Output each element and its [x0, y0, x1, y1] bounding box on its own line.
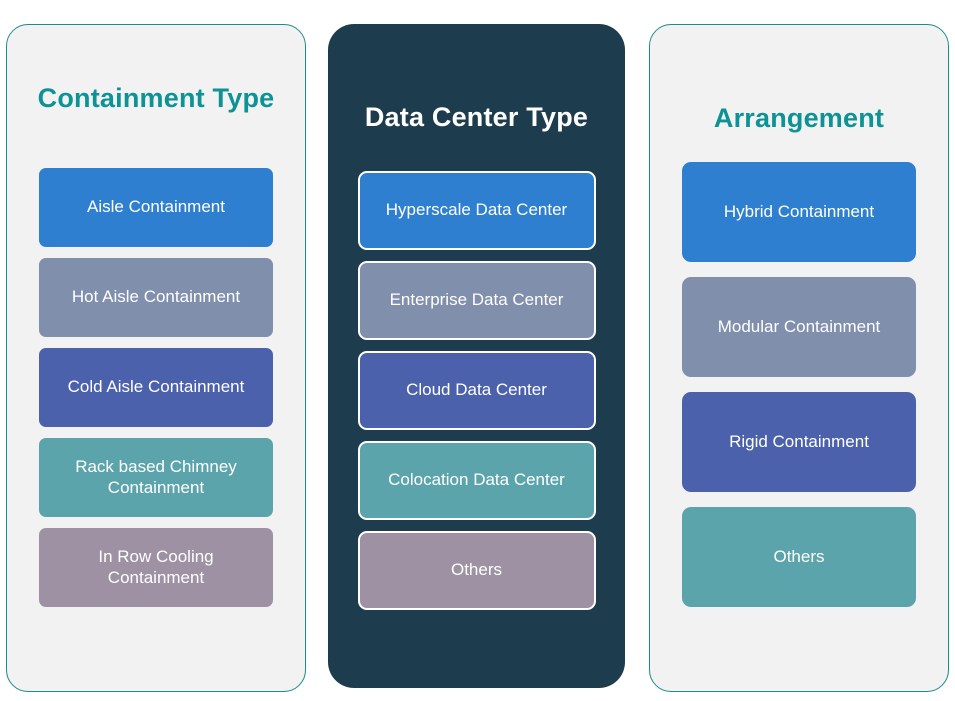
chip-label: Others — [450, 560, 503, 580]
chip-list-arrangement: Hybrid Containment Modular Containment R… — [650, 161, 948, 607]
chip-label: Modular Containment — [717, 316, 881, 336]
chip-hybrid-containment[interactable]: Hybrid Containment — [682, 161, 916, 262]
chip-label: Colocation Data Center — [388, 470, 565, 490]
chip-label: Cold Aisle Containment — [67, 377, 245, 397]
panel-title-data-center-type: Data Center Type — [364, 102, 589, 132]
chip-in-row-cooling-containment[interactable]: In Row Cooling Containment — [39, 527, 273, 607]
chip-list-containment-type: Aisle Containment Hot Aisle Containment … — [7, 167, 305, 607]
chip-rigid-containment[interactable]: Rigid Containment — [682, 391, 916, 492]
chip-others-arrangement[interactable]: Others — [682, 506, 916, 607]
chip-label: Hybrid Containment — [723, 201, 875, 221]
chip-colocation-data-center[interactable]: Colocation Data Center — [357, 440, 596, 520]
panel-containment-type: Containment Type Aisle Containment Hot A… — [6, 24, 306, 692]
chip-label: In Row Cooling Containment — [98, 546, 214, 588]
chip-label: Hot Aisle Containment — [71, 287, 241, 307]
chip-cloud-data-center[interactable]: Cloud Data Center — [357, 350, 596, 430]
chip-hyperscale-data-center[interactable]: Hyperscale Data Center — [357, 170, 596, 250]
chip-aisle-containment[interactable]: Aisle Containment — [39, 167, 273, 247]
chip-label: Hyperscale Data Center — [385, 200, 568, 220]
chip-cold-aisle-containment[interactable]: Cold Aisle Containment — [39, 347, 273, 427]
panel-arrangement: Arrangement Hybrid Containment Modular C… — [649, 24, 949, 692]
chip-label: Others — [773, 546, 825, 566]
chip-label: Aisle Containment — [87, 197, 225, 217]
panel-title-containment-type: Containment Type — [37, 83, 275, 113]
chip-others-data-center[interactable]: Others — [357, 530, 596, 610]
chip-hot-aisle-containment[interactable]: Hot Aisle Containment — [39, 257, 273, 337]
chip-enterprise-data-center[interactable]: Enterprise Data Center — [357, 260, 596, 340]
panel-title-arrangement: Arrangement — [713, 103, 885, 133]
chip-label: Rack based Chimney Containment — [75, 456, 237, 498]
panel-data-center-type: Data Center Type Hyperscale Data Center … — [328, 24, 625, 688]
chip-modular-containment[interactable]: Modular Containment — [682, 276, 916, 377]
chip-label: Cloud Data Center — [406, 380, 547, 400]
chip-label: Enterprise Data Center — [389, 290, 564, 310]
chip-label: Rigid Containment — [729, 431, 869, 451]
chip-list-data-center-type: Hyperscale Data Center Enterprise Data C… — [328, 170, 625, 610]
chip-rack-based-chimney-containment[interactable]: Rack based Chimney Containment — [39, 437, 273, 517]
